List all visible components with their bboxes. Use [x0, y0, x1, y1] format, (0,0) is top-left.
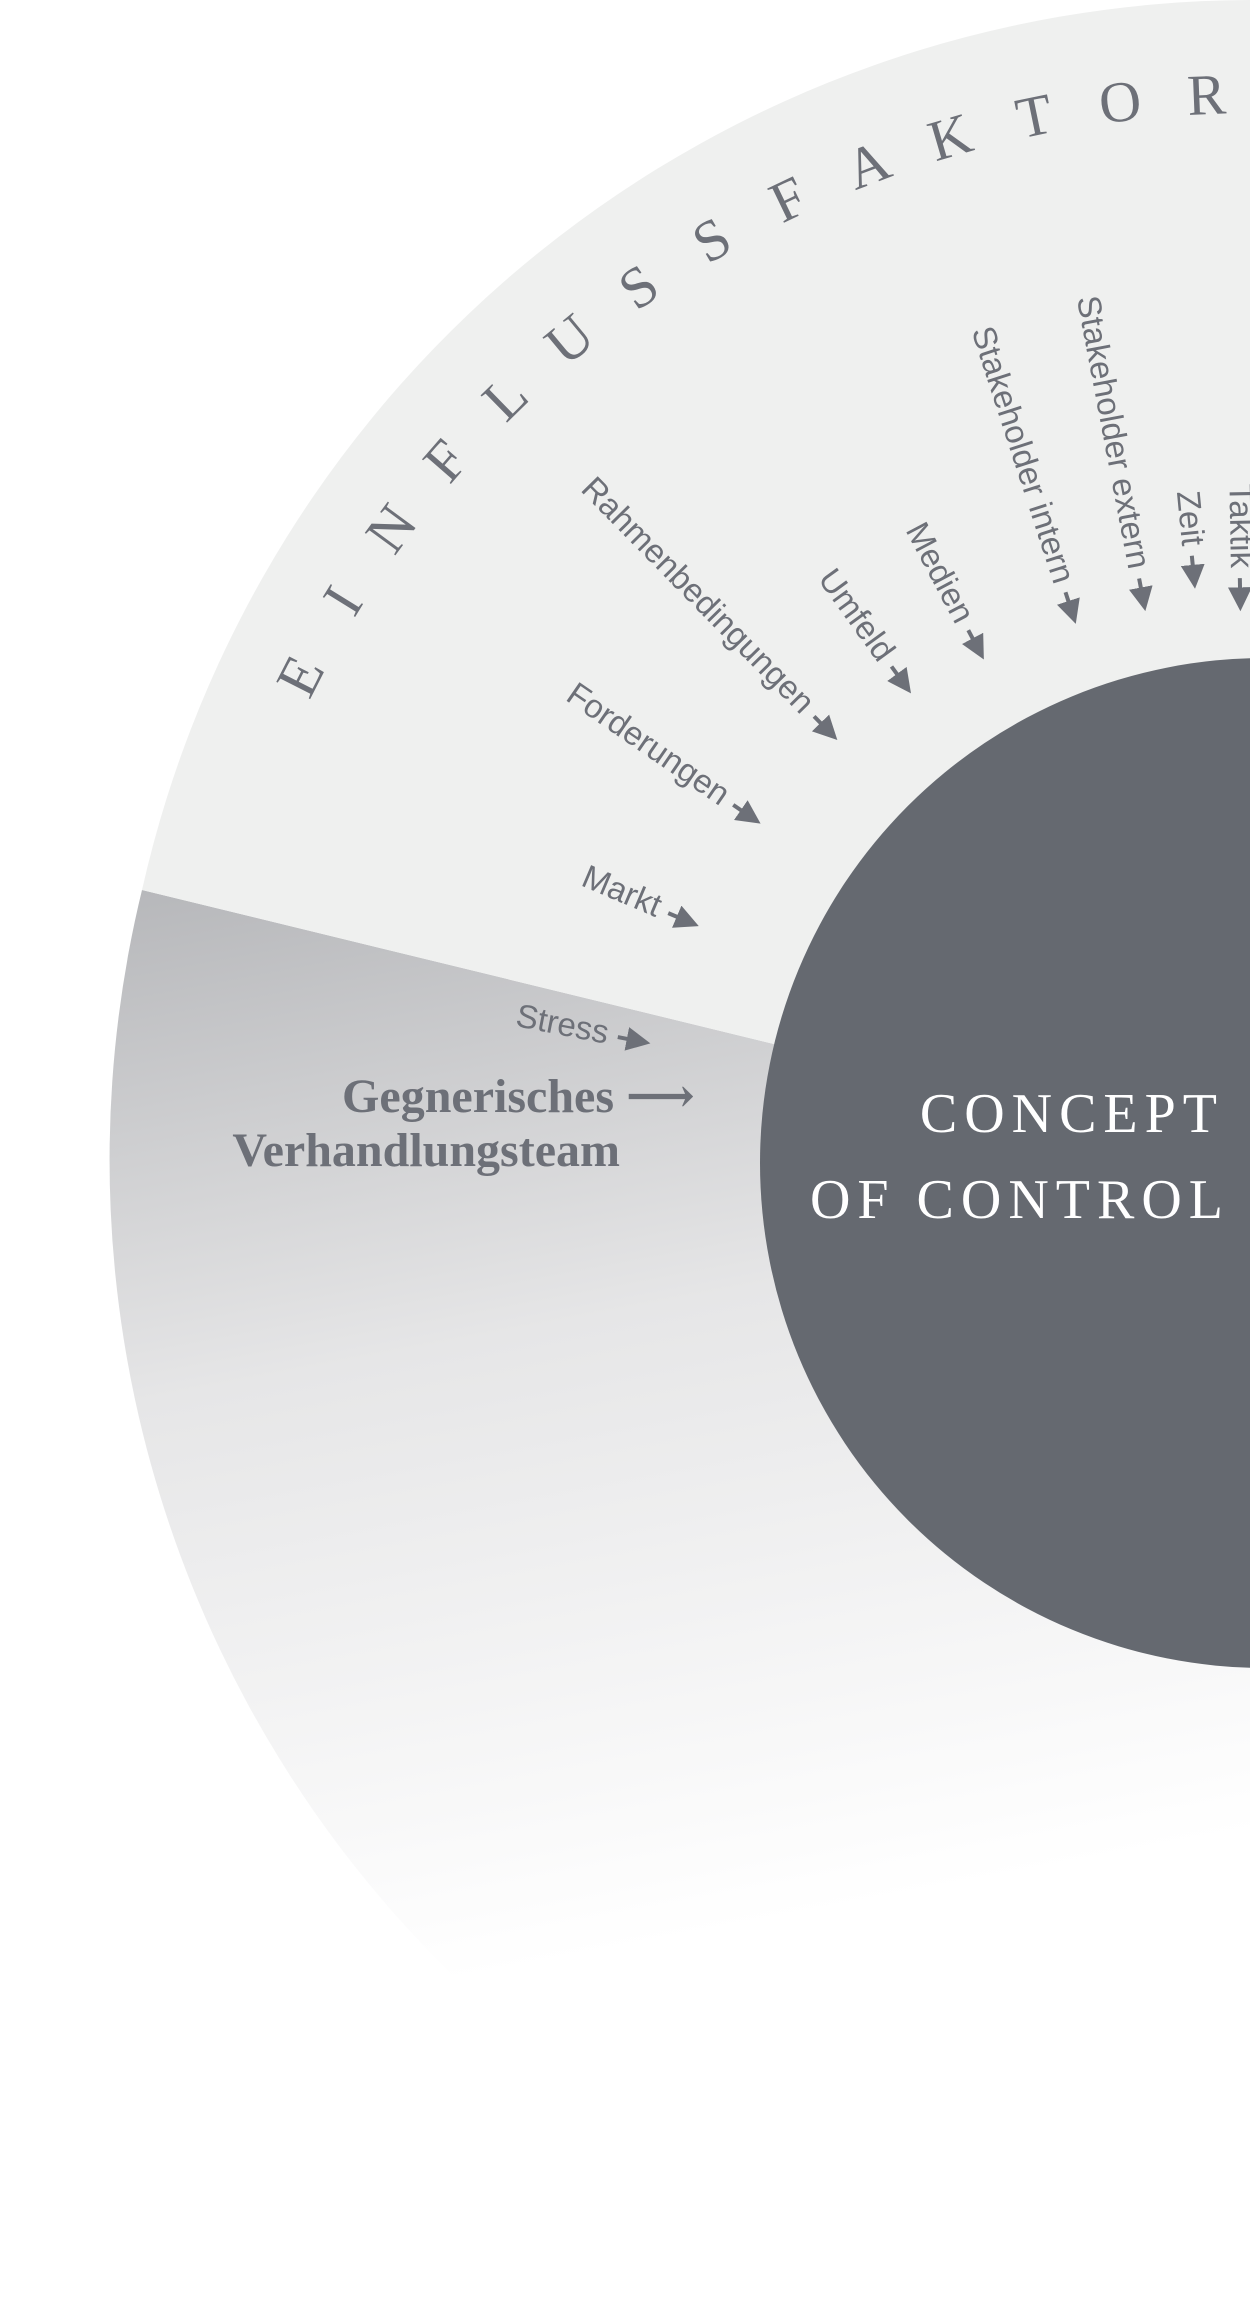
ring-title-letter: R: [1186, 61, 1228, 128]
core-circle: [760, 658, 1250, 1668]
opponent-arrow: ⟶: [626, 1070, 695, 1123]
factor-item: Zeit: [1170, 489, 1212, 589]
factor-arrow: [617, 1027, 651, 1051]
factor-arrow: [1129, 578, 1153, 612]
opponent-team-label: Gegnerisches ⟶ Verhandlungsteam: [232, 1070, 694, 1177]
opponent-label-line1: Gegnerisches: [342, 1070, 614, 1123]
factor-arrow: [667, 905, 699, 928]
factor-label: Taktik: [1222, 483, 1250, 568]
factor-arrow: [732, 800, 761, 824]
core-label-line1: CONCEPT: [920, 1083, 1224, 1145]
factor-arrow: [1056, 591, 1080, 624]
factor-item: Taktik: [1222, 483, 1250, 612]
opponent-label-line2: Verhandlungsteam: [232, 1124, 620, 1177]
core-label-line2: OF CONTROL: [810, 1169, 1230, 1231]
factor-label: Zeit: [1170, 489, 1212, 547]
factor-arrow: [811, 714, 838, 741]
factor-arrow: [887, 665, 912, 694]
ring-title-letter: O: [1095, 67, 1144, 137]
factor-arrow: [1180, 555, 1205, 589]
factor-arrow: [962, 629, 984, 660]
